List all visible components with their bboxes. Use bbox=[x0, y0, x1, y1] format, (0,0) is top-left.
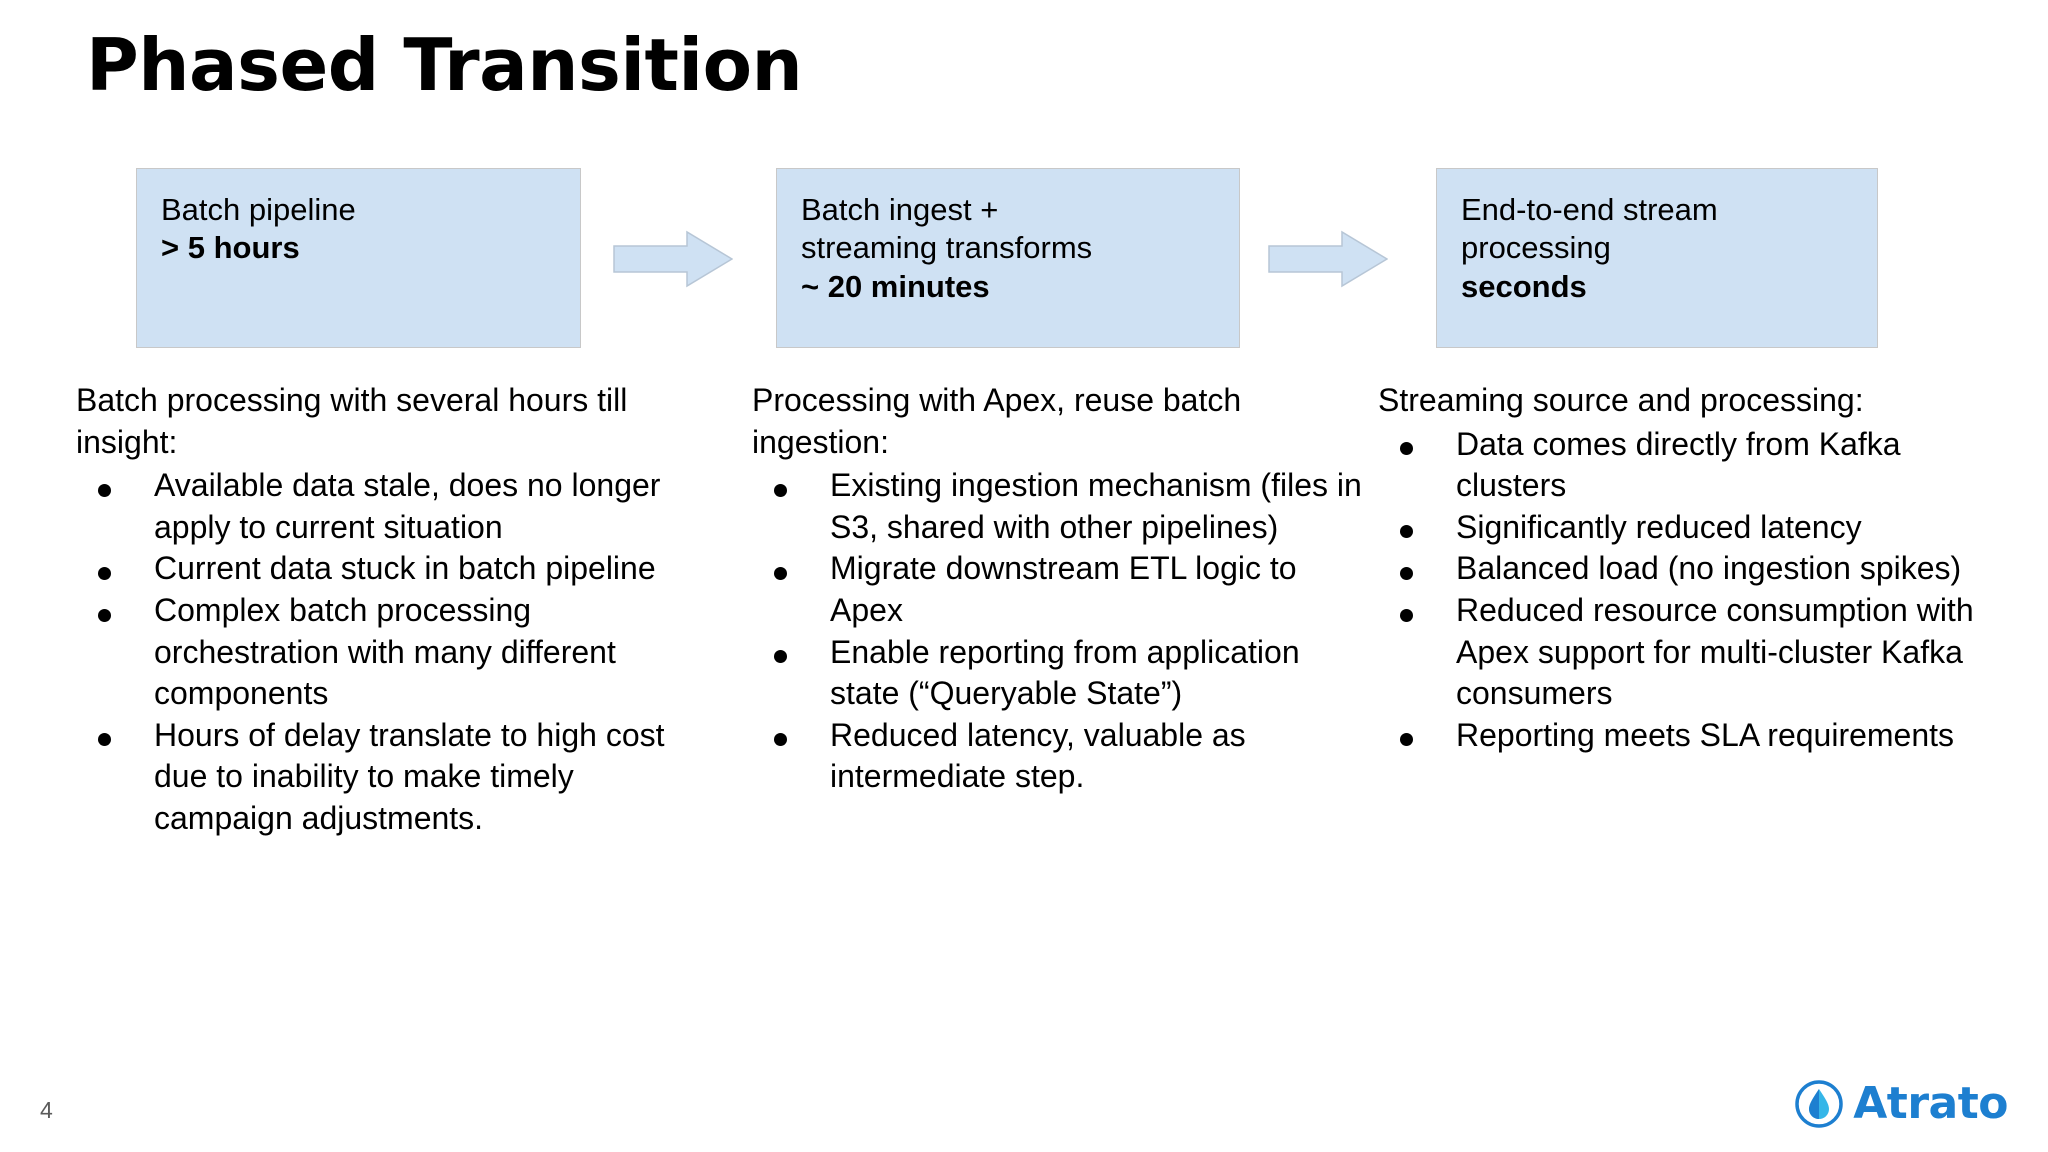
bullet-dot-icon bbox=[1400, 442, 1413, 456]
stage-box-2: Batch ingest + streaming transforms ~ 20… bbox=[776, 168, 1240, 348]
list-item-text: Current data stuck in batch pipeline bbox=[154, 550, 656, 587]
stage-box-2-metric: ~ 20 minutes bbox=[801, 268, 990, 304]
bullet-dot-icon bbox=[1400, 566, 1413, 580]
list-item: Complex batch processing orchestration w… bbox=[76, 590, 686, 715]
bullet-dot-icon bbox=[1400, 608, 1413, 622]
stage-box-3-metric: seconds bbox=[1461, 268, 1587, 304]
bullet-dot-icon bbox=[1400, 525, 1413, 539]
list-item: Enable reporting from application state … bbox=[752, 632, 1362, 715]
list-item-text: Migrate downstream ETL logic to Apex bbox=[830, 550, 1297, 628]
list-item-text: Enable reporting from application state … bbox=[830, 633, 1300, 712]
list-item-text: Significantly reduced latency bbox=[1456, 508, 1862, 545]
stage-row: Batch pipeline > 5 hours Batch ingest + … bbox=[0, 168, 2048, 348]
column-3-intro: Streaming source and processing: bbox=[1378, 382, 1864, 418]
list-item: Available data stale, does no longer app… bbox=[76, 465, 686, 548]
list-item-text: Available data stale, does no longer app… bbox=[154, 467, 661, 545]
bullet-dot-icon bbox=[774, 483, 787, 497]
stage-box-3: End-to-end stream processing seconds bbox=[1436, 168, 1878, 348]
stage-box-3-line-2: processing bbox=[1461, 230, 1611, 266]
stage-arrow-1-icon bbox=[613, 230, 733, 288]
list-item-text: Data comes directly from Kafka clusters bbox=[1456, 425, 1901, 504]
column-2: Processing with Apex, reuse batch ingest… bbox=[752, 380, 1362, 798]
column-2-bullets: Existing ingestion mechanism (files in S… bbox=[752, 465, 1362, 798]
stage-box-2-line-1: Batch ingest + bbox=[801, 192, 999, 227]
list-item: Reporting meets SLA requirements bbox=[1378, 715, 2018, 757]
stage-box-2-line-2: streaming transforms bbox=[801, 230, 1093, 266]
page-number: 4 bbox=[40, 1097, 53, 1123]
bullet-dot-icon bbox=[1400, 733, 1413, 747]
page-title: Phased Transition bbox=[86, 23, 803, 107]
column-1-bullets: Available data stale, does no longer app… bbox=[76, 465, 686, 839]
list-item: Migrate downstream ETL logic to Apex bbox=[752, 548, 1362, 631]
bullet-dot-icon bbox=[98, 566, 111, 580]
list-item: Data comes directly from Kafka clusters bbox=[1378, 424, 2018, 507]
list-item-text: Reduced latency, valuable as intermediat… bbox=[830, 716, 1246, 795]
bullet-dot-icon bbox=[98, 733, 111, 747]
list-item-text: Existing ingestion mechanism (files in S… bbox=[830, 467, 1362, 545]
list-item-text: Hours of delay translate to high cost du… bbox=[154, 716, 665, 836]
list-item: Balanced load (no ingestion spikes) bbox=[1378, 548, 2018, 590]
stage-box-1-line-1: Batch pipeline bbox=[161, 192, 356, 227]
atrato-mark-icon bbox=[1795, 1080, 1843, 1128]
list-item: Existing ingestion mechanism (files in S… bbox=[752, 465, 1362, 548]
list-item: Current data stuck in batch pipeline bbox=[76, 548, 686, 590]
list-item-text: Reduced resource consumption with Apex s… bbox=[1456, 591, 1974, 712]
list-item: Reduced latency, valuable as intermediat… bbox=[752, 715, 1362, 798]
bullet-dot-icon bbox=[98, 608, 111, 622]
brand-logo: Atrato bbox=[1795, 1080, 2008, 1128]
list-item-text: Balanced load (no ingestion spikes) bbox=[1456, 550, 1962, 587]
column-3: Streaming source and processing: Data co… bbox=[1378, 380, 2018, 756]
bullet-dot-icon bbox=[774, 650, 787, 664]
stage-arrow-2-icon bbox=[1268, 230, 1388, 288]
bullet-dot-icon bbox=[98, 483, 111, 497]
column-1: Batch processing with several hours till… bbox=[76, 380, 686, 840]
logo-text: Atrato bbox=[1853, 1078, 2008, 1129]
bullet-dot-icon bbox=[774, 566, 787, 580]
stage-box-1-metric: > 5 hours bbox=[161, 230, 300, 266]
list-item: Reduced resource consumption with Apex s… bbox=[1378, 590, 2018, 715]
stage-box-3-line-1: End-to-end stream bbox=[1461, 192, 1718, 227]
list-item: Significantly reduced latency bbox=[1378, 507, 2018, 549]
list-item-text: Reporting meets SLA requirements bbox=[1456, 716, 1955, 753]
list-item: Hours of delay translate to high cost du… bbox=[76, 715, 686, 840]
list-item-text: Complex batch processing orchestration w… bbox=[154, 591, 616, 712]
bullet-dot-icon bbox=[774, 733, 787, 747]
column-2-intro: Processing with Apex, reuse batch ingest… bbox=[752, 382, 1242, 460]
column-1-intro: Batch processing with several hours till… bbox=[76, 382, 628, 460]
stage-box-1: Batch pipeline > 5 hours bbox=[136, 168, 581, 348]
column-3-bullets: Data comes directly from Kafka clusters … bbox=[1378, 424, 2018, 757]
